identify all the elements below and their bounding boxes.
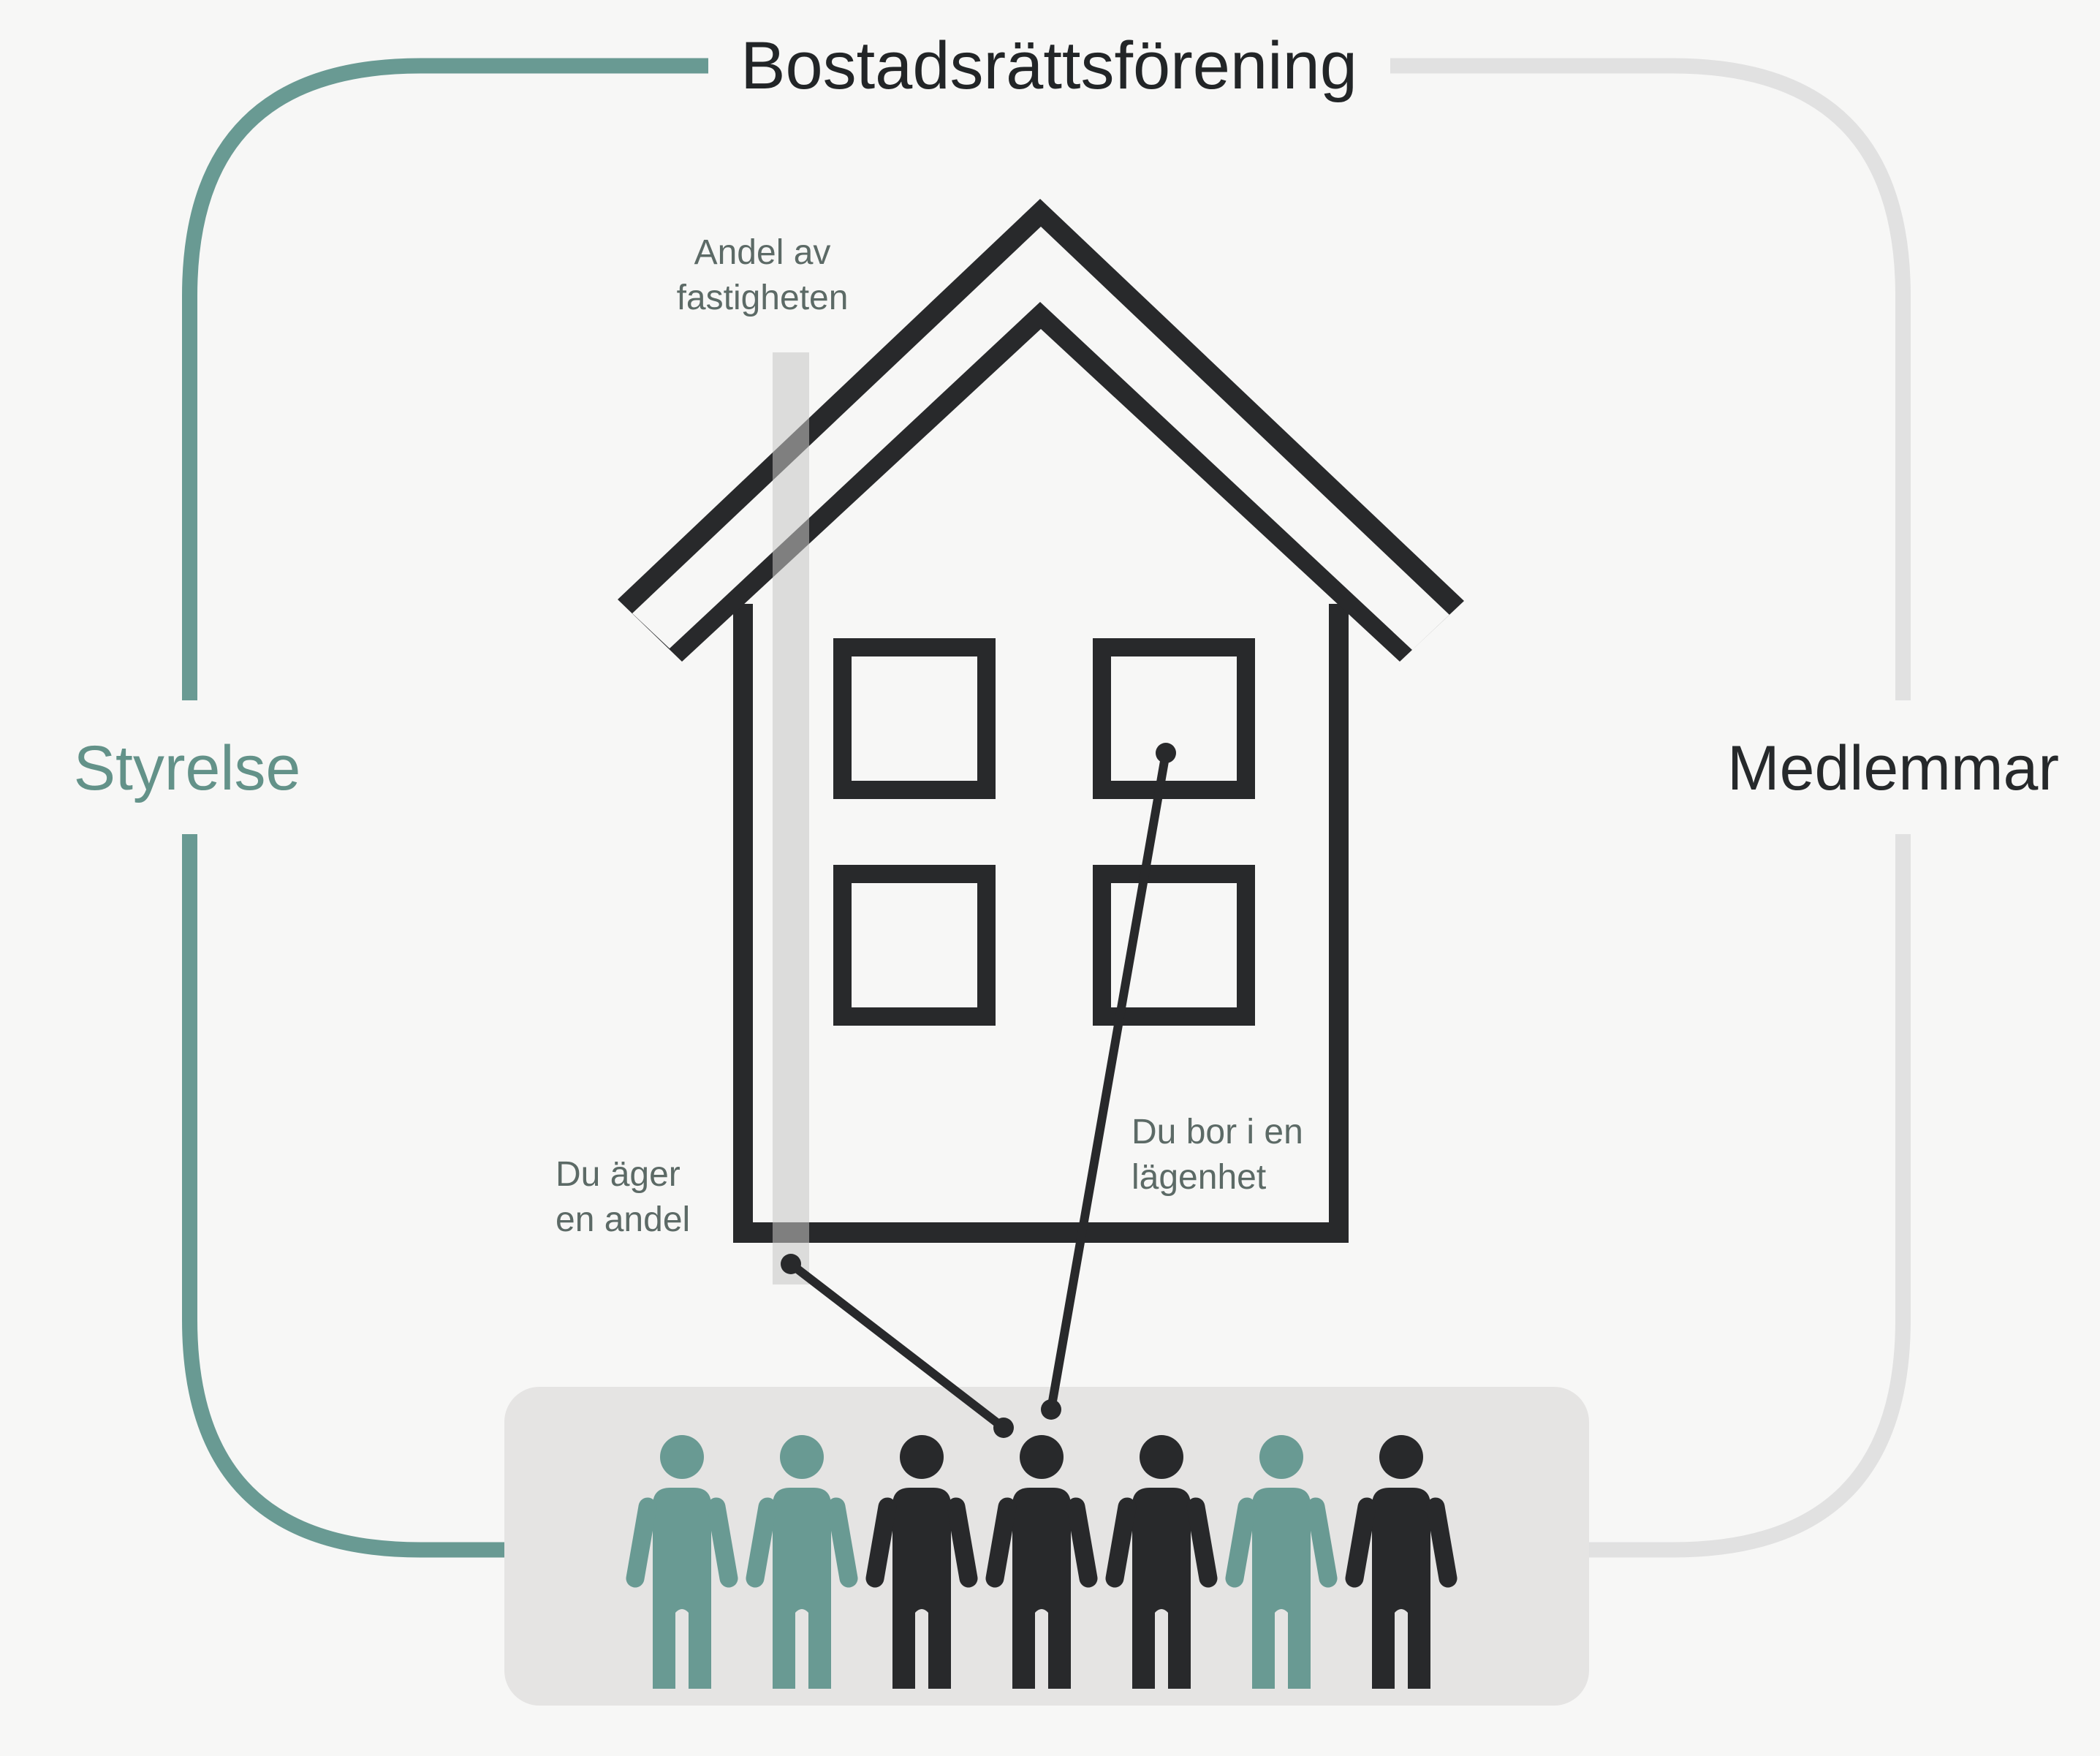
- apartment-connector-line: [1047, 752, 1170, 1411]
- own-share-connector-line: [788, 1260, 1007, 1431]
- person-icon: [1105, 1435, 1218, 1689]
- live-in-apartment-line1: Du bor i en: [1132, 1113, 1303, 1151]
- person-icon: [865, 1435, 978, 1689]
- window-top-left: [833, 638, 996, 799]
- window-bottom-left: [833, 865, 996, 1026]
- live-in-apartment-label: Du bor i en lägenhet: [1132, 1110, 1303, 1200]
- members-group: [626, 1435, 1458, 1689]
- own-share-line1: Du äger: [556, 1155, 681, 1194]
- share-of-property-label: Andel av fastigheten: [677, 230, 849, 321]
- medlemmar-bracket-line: [1390, 58, 1911, 1558]
- share-of-property-line1: Andel av: [694, 233, 831, 272]
- connector-dot: [781, 1254, 801, 1274]
- person-icon: [1225, 1435, 1338, 1689]
- share-of-property-line2: fastigheten: [676, 279, 849, 317]
- window-bottom-right: [1093, 865, 1255, 1026]
- person-icon: [1345, 1435, 1458, 1689]
- styrelse-bracket-line: [182, 58, 708, 1558]
- connector-lines: [781, 743, 1176, 1438]
- medlemmar-label: Medlemmar: [1727, 733, 2059, 803]
- person-icon: [985, 1435, 1098, 1689]
- house-icon: [618, 199, 1464, 1243]
- person-icon: [746, 1435, 858, 1689]
- live-in-apartment-line2: lägenhet: [1132, 1158, 1267, 1197]
- person-icon: [626, 1435, 738, 1689]
- styrelse-label: Styrelse: [73, 733, 301, 803]
- page-title: Bostadsrättsförening: [740, 29, 1357, 103]
- connector-dot: [1041, 1399, 1061, 1420]
- connector-dot: [1156, 743, 1176, 763]
- own-share-label: Du äger en andel: [556, 1152, 690, 1243]
- connector-dot: [993, 1418, 1014, 1438]
- window-top-right: [1093, 638, 1255, 799]
- share-highlight-bar: [773, 352, 809, 1284]
- own-share-line2: en andel: [556, 1200, 691, 1239]
